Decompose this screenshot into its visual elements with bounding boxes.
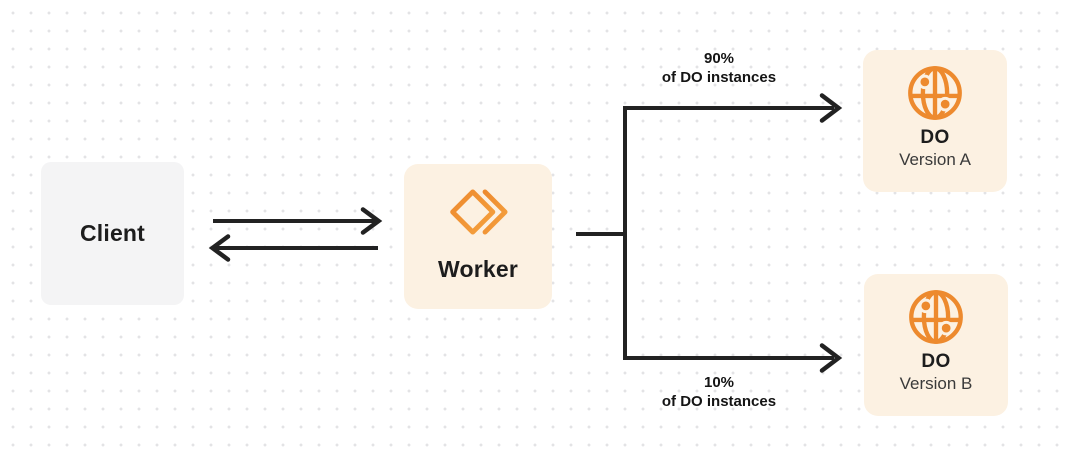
- split-top-percentage: 90%: [703, 50, 735, 67]
- split-label-10-percent: 10% of DO instances: [617, 373, 821, 411]
- do-a-title: DO: [920, 127, 950, 148]
- workers-code-icon: [450, 189, 508, 235]
- arrow-to-do-version-b: [623, 343, 843, 373]
- arrow-worker-to-client: [208, 234, 378, 262]
- client-node: Client: [41, 162, 184, 305]
- do-version-a-node: DO Version A: [863, 50, 1007, 192]
- split-label-90-percent: 90% of DO instances: [617, 49, 821, 87]
- worker-node: Worker: [404, 164, 552, 309]
- split-connector: [576, 106, 627, 360]
- do-version-b-node: DO Version B: [864, 274, 1008, 416]
- do-b-title: DO: [921, 351, 951, 372]
- client-label: Client: [79, 220, 146, 246]
- arrow-client-to-worker: [213, 207, 383, 235]
- arrow-to-do-version-a: [623, 93, 843, 123]
- split-bottom-caption: of DO instances: [661, 393, 777, 410]
- do-b-subtitle: Version B: [899, 374, 973, 393]
- globe-icon: [909, 290, 963, 344]
- worker-label: Worker: [437, 256, 519, 282]
- split-bottom-percentage: 10%: [703, 374, 735, 391]
- do-a-subtitle: Version A: [899, 150, 971, 169]
- globe-icon: [908, 66, 962, 120]
- split-top-caption: of DO instances: [661, 69, 777, 86]
